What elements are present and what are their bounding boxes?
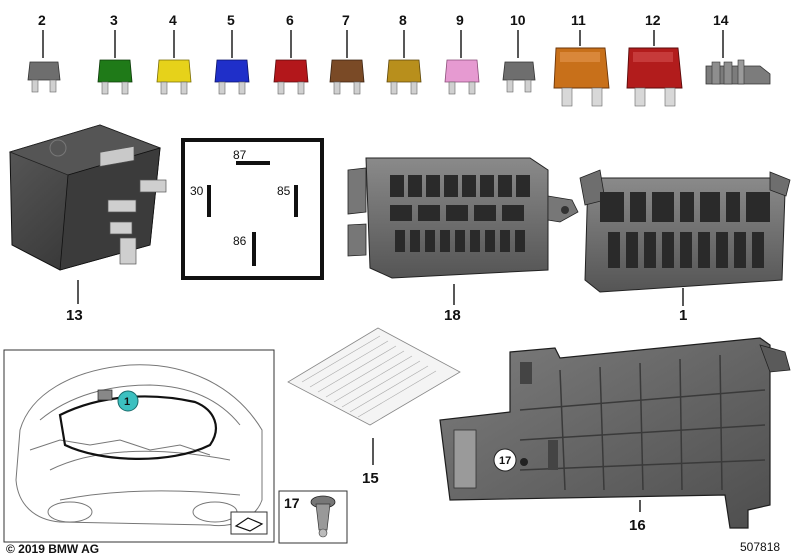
mounting-hole xyxy=(520,458,528,466)
part-14-clip xyxy=(705,59,771,85)
fuse-2-grey xyxy=(27,61,61,93)
callout-12: 12 xyxy=(645,12,661,28)
rivet-position-marker xyxy=(493,448,517,472)
callout-1: 1 xyxy=(679,307,687,324)
callout-5: 5 xyxy=(227,12,235,28)
pin-30-label: 30 xyxy=(190,184,204,198)
callout-14: 14 xyxy=(713,12,729,28)
callout-11: 11 xyxy=(571,12,586,28)
direction-icon xyxy=(230,511,268,535)
location-marker-label: 1 xyxy=(124,396,130,408)
fuse-8-gold xyxy=(386,59,422,95)
relay-pinout-diagram: 87 30 85 86 xyxy=(181,138,324,280)
pin-87-label: 87 xyxy=(233,148,247,162)
fuse-5-blue xyxy=(214,59,250,95)
callout-4: 4 xyxy=(169,12,177,28)
fuse-callouts: 2 3 4 5 6 7 8 9 10 11 12 14 xyxy=(38,12,729,58)
fuse-12-red xyxy=(626,47,683,107)
fuse-10-grey xyxy=(502,61,536,93)
callout-10: 10 xyxy=(510,12,526,28)
callout-17: 17 xyxy=(284,495,300,511)
mini-fuses xyxy=(27,59,536,95)
fuse-4-yellow xyxy=(156,59,192,95)
pin-85-label: 85 xyxy=(277,184,291,198)
fuse-9-pink xyxy=(444,59,480,95)
copyright-text: © 2019 BMW AG xyxy=(6,542,100,556)
part-17-box: 17 xyxy=(278,490,348,544)
callout-6: 6 xyxy=(286,12,294,28)
carrier-bracket-16: 17 xyxy=(439,337,791,529)
callout-13: 13 xyxy=(66,307,83,324)
callout-7: 7 xyxy=(342,12,350,28)
expanding-rivet xyxy=(310,495,336,538)
callout-3: 3 xyxy=(110,12,118,28)
car-outline xyxy=(15,364,263,527)
fuse-box-1 xyxy=(579,169,791,293)
callout-15: 15 xyxy=(362,470,379,487)
fuse-box-18 xyxy=(347,157,579,279)
fuse-3-green xyxy=(97,59,133,95)
relay-13 xyxy=(8,124,167,271)
rivet-position-label: 17 xyxy=(499,455,511,467)
callout-1-group: 1 xyxy=(679,288,687,324)
fuse-7-brown xyxy=(329,59,365,95)
maxi-fuses xyxy=(553,47,683,107)
callout-2: 2 xyxy=(38,12,46,28)
callout-16-group: 16 xyxy=(629,500,646,534)
callout-16: 16 xyxy=(629,517,646,534)
fuse-11-orange xyxy=(553,47,610,107)
callout-18-group: 18 xyxy=(444,284,461,324)
callout-13-group: 13 xyxy=(66,280,83,324)
callout-15-group: 15 xyxy=(362,438,379,487)
diagram-number: 507818 xyxy=(740,540,781,554)
callout-18: 18 xyxy=(444,307,461,324)
fuse-6-red xyxy=(273,59,309,95)
location-marker xyxy=(117,390,139,412)
callout-8: 8 xyxy=(399,12,407,28)
label-sheet-15 xyxy=(287,327,461,426)
vehicle-location-inset: 1 xyxy=(3,349,275,543)
callout-9: 9 xyxy=(456,12,464,28)
pin-86-label: 86 xyxy=(233,234,247,248)
